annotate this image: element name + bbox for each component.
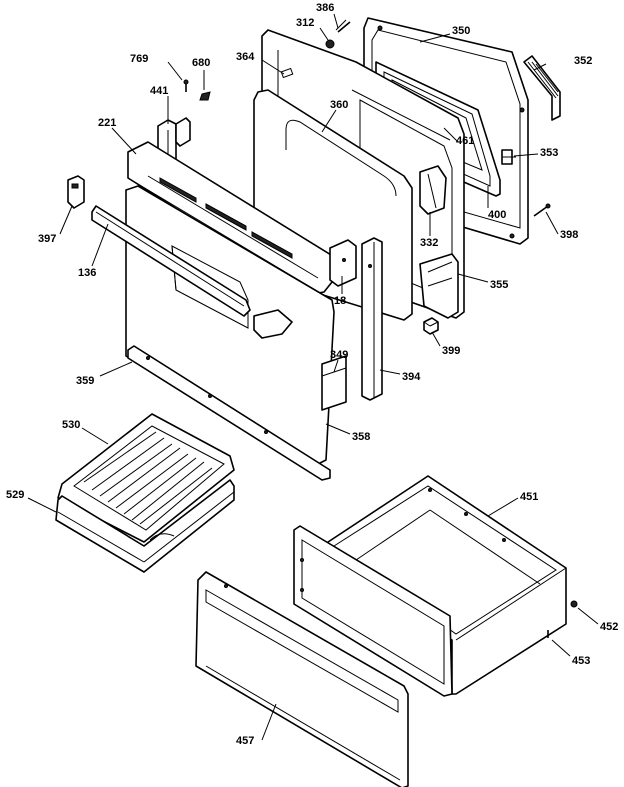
support-rail-394 xyxy=(361,237,383,401)
nut-312 xyxy=(325,39,335,49)
screw-452 xyxy=(570,600,578,608)
broiler-pan-529 xyxy=(55,479,235,573)
callout-769: 769 xyxy=(130,53,148,65)
callout-451: 451 xyxy=(520,491,538,503)
callout-350: 350 xyxy=(452,25,470,37)
callout-453: 453 xyxy=(572,655,590,667)
callout-332: 332 xyxy=(420,237,438,249)
callout-386: 386 xyxy=(316,2,334,14)
bracket-18 xyxy=(329,239,357,287)
callout-441: 441 xyxy=(150,85,168,97)
control-panel-221 xyxy=(127,141,337,295)
callout-680: 680 xyxy=(192,57,210,69)
screw-398 xyxy=(533,203,551,217)
hinge-355 xyxy=(419,253,459,319)
drawer-front-457 xyxy=(195,571,409,787)
callout-353: 353 xyxy=(540,147,558,159)
screw-769 xyxy=(183,79,189,92)
callout-398: 398 xyxy=(560,229,578,241)
callout-529: 529 xyxy=(6,489,24,501)
callout-355: 355 xyxy=(490,279,508,291)
callout-359: 359 xyxy=(76,375,94,387)
callout-352: 352 xyxy=(574,55,592,67)
callout-221: 221 xyxy=(98,117,116,129)
callout-312: 312 xyxy=(296,17,314,29)
leader-lines xyxy=(27,13,599,741)
insulation-349 xyxy=(321,355,347,411)
callout-397: 397 xyxy=(38,233,56,245)
callout-399: 399 xyxy=(442,345,460,357)
callout-360: 360 xyxy=(330,99,348,111)
clip-680 xyxy=(199,91,211,101)
callout-530: 530 xyxy=(62,419,80,431)
spacer-399 xyxy=(423,317,439,335)
callout-364: 364 xyxy=(236,51,255,63)
callout-136: 136 xyxy=(78,267,96,279)
handle-cap-397 xyxy=(67,175,85,209)
callout-394: 394 xyxy=(402,371,421,383)
broiler-grid-530 xyxy=(57,413,235,543)
door-trim-359 xyxy=(127,345,331,481)
callout-457: 457 xyxy=(236,735,254,747)
callout-18: 18 xyxy=(334,295,346,307)
door-handle-136 xyxy=(91,205,251,317)
screw-386 xyxy=(335,19,351,33)
bracket-332 xyxy=(419,165,447,215)
callout-452: 452 xyxy=(600,621,618,633)
callout-labels: 386 312 350 352 769 680 364 441 360 461 … xyxy=(6,2,618,747)
gasket-352 xyxy=(523,55,561,121)
drawer-side-panel xyxy=(293,525,453,697)
callout-400: 400 xyxy=(488,209,506,221)
callout-349: 349 xyxy=(330,349,348,361)
latch-353 xyxy=(501,149,516,165)
callout-461: 461 xyxy=(456,135,474,147)
callout-358: 358 xyxy=(352,431,370,443)
handle-bracket xyxy=(253,309,293,339)
